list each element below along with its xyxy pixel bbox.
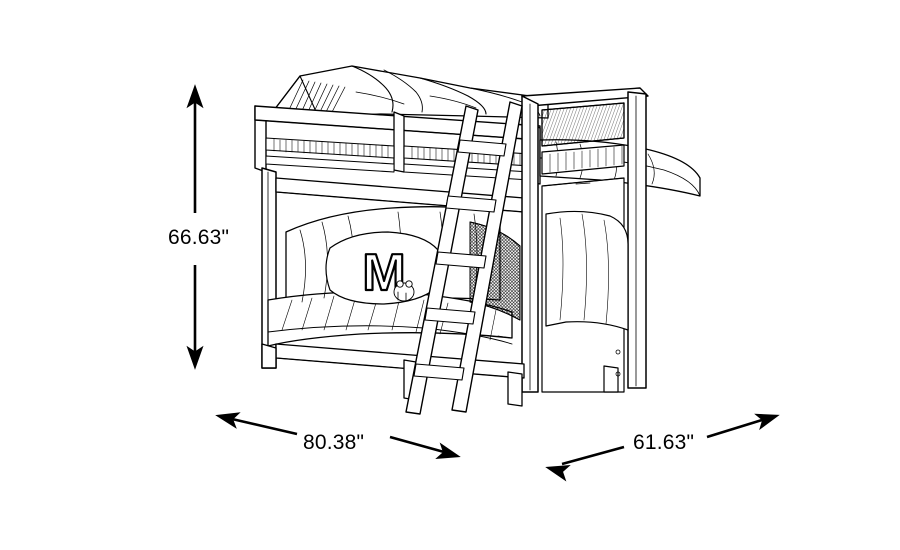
dimension-arrow-width <box>216 408 460 464</box>
dimension-arrow-depth <box>546 408 780 480</box>
lower-bunk-far-mattress <box>545 210 629 331</box>
dimension-arrow-height <box>187 86 203 368</box>
height-dimension-label: 66.63" <box>168 226 230 249</box>
width-dimension-label: 80.38" <box>303 431 365 454</box>
hardware-details <box>497 182 621 377</box>
ladder <box>405 101 523 415</box>
lower-futon-sofa: M <box>267 206 513 347</box>
plush-toy <box>393 280 415 302</box>
depth-dimension-label: 61.63" <box>633 431 695 454</box>
